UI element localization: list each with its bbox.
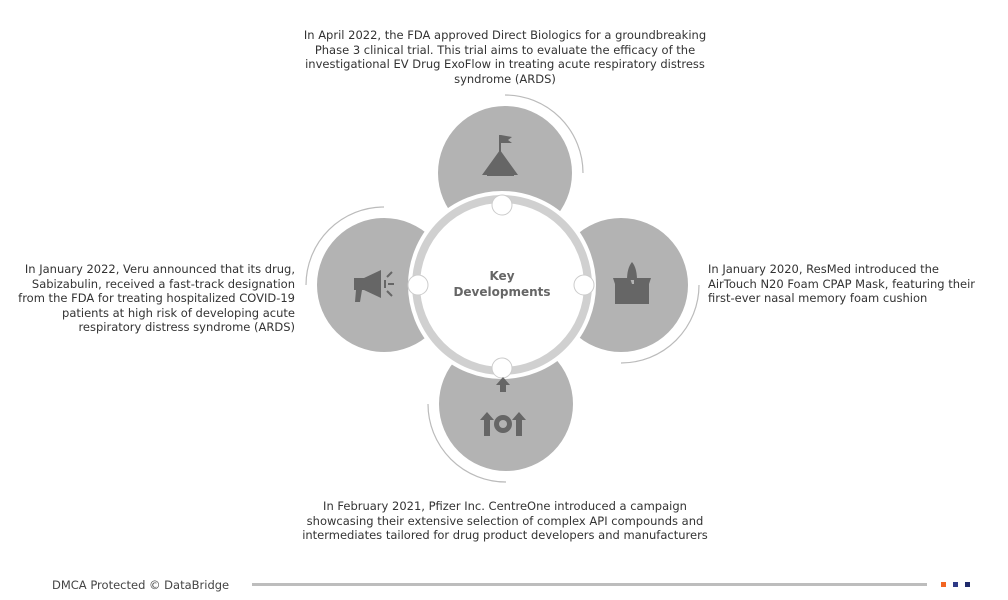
node-left: [407, 274, 429, 296]
gear-arrows-icon: [480, 377, 526, 436]
brand-square-navy: [965, 582, 970, 587]
node-top: [491, 194, 513, 216]
mountain-flag-icon: [482, 135, 518, 176]
center-disc: [422, 205, 582, 365]
center-title-line2: Developments: [453, 285, 550, 299]
footer-copyright: DMCA Protected © DataBridge: [52, 578, 230, 592]
rocket-box-icon: [613, 262, 651, 304]
decor-arc-bottom: [427, 403, 507, 483]
development-text-top: In April 2022, the FDA approved Direct B…: [303, 28, 707, 86]
decor-arc-left: [305, 206, 385, 286]
footer-divider: [252, 583, 927, 586]
megaphone-icon: [354, 270, 394, 302]
brand-square-blue: [953, 582, 958, 587]
node-bottom: [491, 357, 513, 379]
development-text-left: In January 2022, Veru announced that its…: [18, 262, 295, 334]
development-text-bottom: In February 2021, Pfizer Inc. CentreOne …: [302, 499, 708, 542]
decor-arc-top: [504, 94, 584, 174]
node-right: [573, 274, 595, 296]
brand-square-orange: [941, 582, 946, 587]
decor-arc-right: [620, 284, 700, 364]
development-text-right: In January 2020, ResMed introduced the A…: [708, 262, 976, 305]
center-title-line1: Key: [489, 269, 514, 283]
